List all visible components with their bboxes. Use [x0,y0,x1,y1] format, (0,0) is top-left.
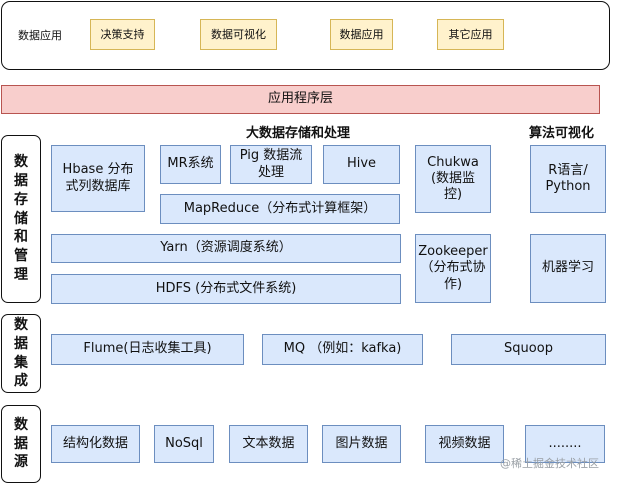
side-char: 管 [14,248,28,265]
text-data-box: 文本数据 [229,425,308,463]
storage-processing-heading: 大数据存储和处理 [246,126,351,141]
hive-box: Hive [323,145,400,184]
machine-learning-box: 机器学习 [530,234,606,303]
application-layer-bar: 应用程序层 [1,85,600,114]
flume-box: Flume(日志收集工具) [51,334,244,365]
data-integration-side-label: 数 据 集 成 [1,314,41,393]
side-char: 据 [14,172,28,189]
side-char: 集 [14,354,28,371]
side-char: 存 [14,191,28,208]
side-char: 源 [14,454,28,471]
mr-system-box: MR系统 [160,145,221,184]
video-data-box: 视频数据 [425,425,504,463]
structured-data-box: 结构化数据 [51,425,140,463]
data-app-box: 数据应用 [330,19,393,50]
chukwa-box: Chukwa (数据监控) [415,145,491,213]
nosql-box: NoSql [154,425,214,463]
more-sources-box: ........ [525,425,605,463]
side-char: 和 [14,229,28,246]
hdfs-box: HDFS (分布式文件系统) [51,274,401,304]
side-char: 数 [14,416,28,433]
zookeeper-box: Zookeeper （分布式协作) [415,234,491,303]
pig-box: Pig 数据流处理 [230,145,312,184]
hbase-box: Hbase 分布式列数据库 [51,145,145,212]
side-char: 理 [14,267,28,284]
side-char: 据 [14,335,28,352]
storage-management-side-label: 数 据 存 储 和 管 理 [1,135,41,303]
r-python-box: R语言/ Python [530,145,606,213]
side-char: 数 [14,316,28,333]
decision-support-box: 决策支持 [90,19,155,50]
image-data-box: 图片数据 [322,425,401,463]
algorithm-visualization-heading: 算法可视化 [529,126,595,141]
side-char: 据 [14,435,28,452]
mq-box: MQ （例如：kafka) [262,334,423,365]
side-char: 数 [14,153,28,170]
side-char: 储 [14,210,28,227]
yarn-box: Yarn（资源调度系统） [51,234,401,263]
data-application-label: 数据应用 [18,29,62,42]
data-visualization-box: 数据可视化 [200,19,277,50]
squoop-box: Squoop [451,334,606,365]
other-apps-box: 其它应用 [437,19,504,50]
side-char: 成 [14,373,28,390]
mapreduce-box: MapReduce（分布式计算框架） [160,194,400,224]
data-source-side-label: 数 据 源 [1,405,41,483]
watermark: @稀土掘金技术社区 [500,457,599,470]
